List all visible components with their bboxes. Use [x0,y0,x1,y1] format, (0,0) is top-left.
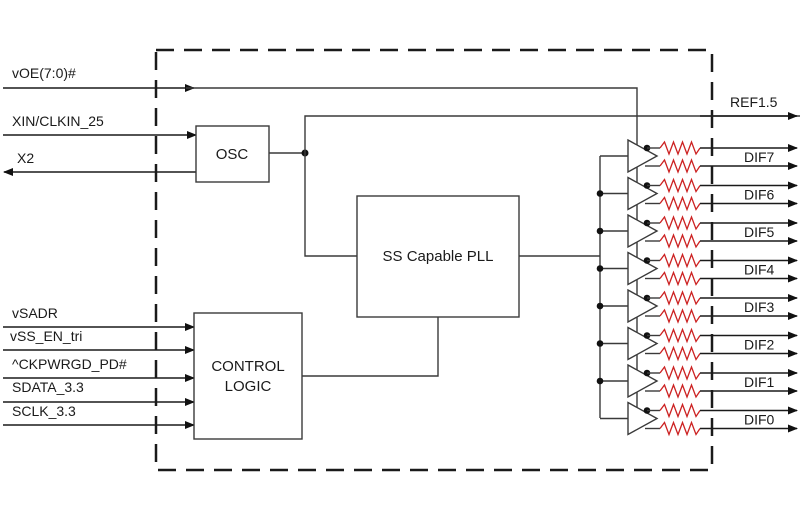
buffer-triangle [627,288,659,324]
resistor [659,195,701,212]
buffer-dif1: DIF1 [596,363,798,399]
junction-dot [596,227,604,235]
junction-dot [596,377,604,385]
x2-signal: X2 [3,150,196,176]
resistor [659,420,701,437]
ckpwrgd-label: ^CKPWRGD_PD# [12,356,127,372]
buffer-dif3: DIF3 [596,288,798,324]
resistor [659,233,701,249]
buffer-triangle [627,363,659,399]
buffer-triangle [627,401,659,436]
resistor [659,270,701,287]
resistor [659,327,701,344]
buffer-triangle [627,326,659,361]
resistor [659,402,701,419]
buffer-dif5: DIF5 [596,213,798,249]
osc-label: OSC [216,146,249,163]
xin-label: XIN/CLKIN_25 [12,113,104,129]
buffer-dif0: DIF0 [600,401,798,437]
control-label-line1: CONTROL [211,358,284,375]
resistor [659,177,701,194]
sdata-label: SDATA_3.3 [12,379,84,395]
resistor [659,365,701,381]
resistor [659,290,701,306]
buffer-dif6: DIF6 [596,176,798,212]
dif-output-label: DIF6 [744,187,775,203]
dif-output-label: DIF5 [744,224,775,240]
buffer-triangle [627,176,659,211]
xin-signal: XIN/CLKIN_25 [3,113,197,139]
buffer-dif7: DIF7 [600,138,798,174]
osc-block: OSC [195,125,270,183]
control-label-line2: LOGIC [225,378,272,395]
resistor [659,308,701,324]
resistor [659,158,701,174]
voe-label: vOE(7:0)# [12,65,76,81]
resistor [659,140,701,156]
resistor [659,215,701,231]
buffer-triangle [627,251,659,286]
ref-output-label: REF1.5 [730,94,778,110]
junction-dot [596,265,604,272]
resistor [659,383,701,399]
dif-output-label: DIF2 [744,337,775,353]
voe-signal: vOE(7:0)# [3,65,638,148]
control-inputs: vSADR vSS_EN_tri ^CKPWRGD_PD# SDATA_3.3 … [3,305,195,429]
buffer-dif2: DIF2 [596,326,798,362]
buffer-dif4: DIF4 [596,251,798,287]
dif-output-label: DIF4 [744,262,775,278]
x2-label: X2 [17,150,34,166]
dif-output-label: DIF7 [744,149,775,165]
pll-label: SS Capable PLL [383,248,494,265]
junction-dot [596,340,604,347]
buffer-triangle [627,138,659,174]
resistor [659,252,701,269]
pll-block: SS Capable PLL [356,195,520,318]
dif-output-label: DIF3 [744,299,775,315]
junction-dot [596,190,604,197]
dif-output-label: DIF1 [744,374,775,390]
resistor [659,345,701,362]
control-logic-block: CONTROL LOGIC [193,312,303,440]
vsadr-label: vSADR [12,305,58,321]
dif-output-label: DIF0 [744,412,775,428]
junction-dot [596,302,604,310]
buffer-triangle [627,213,659,249]
sclk-label: SCLK_3.3 [12,403,76,419]
vss-en-label: vSS_EN_tri [10,328,82,344]
